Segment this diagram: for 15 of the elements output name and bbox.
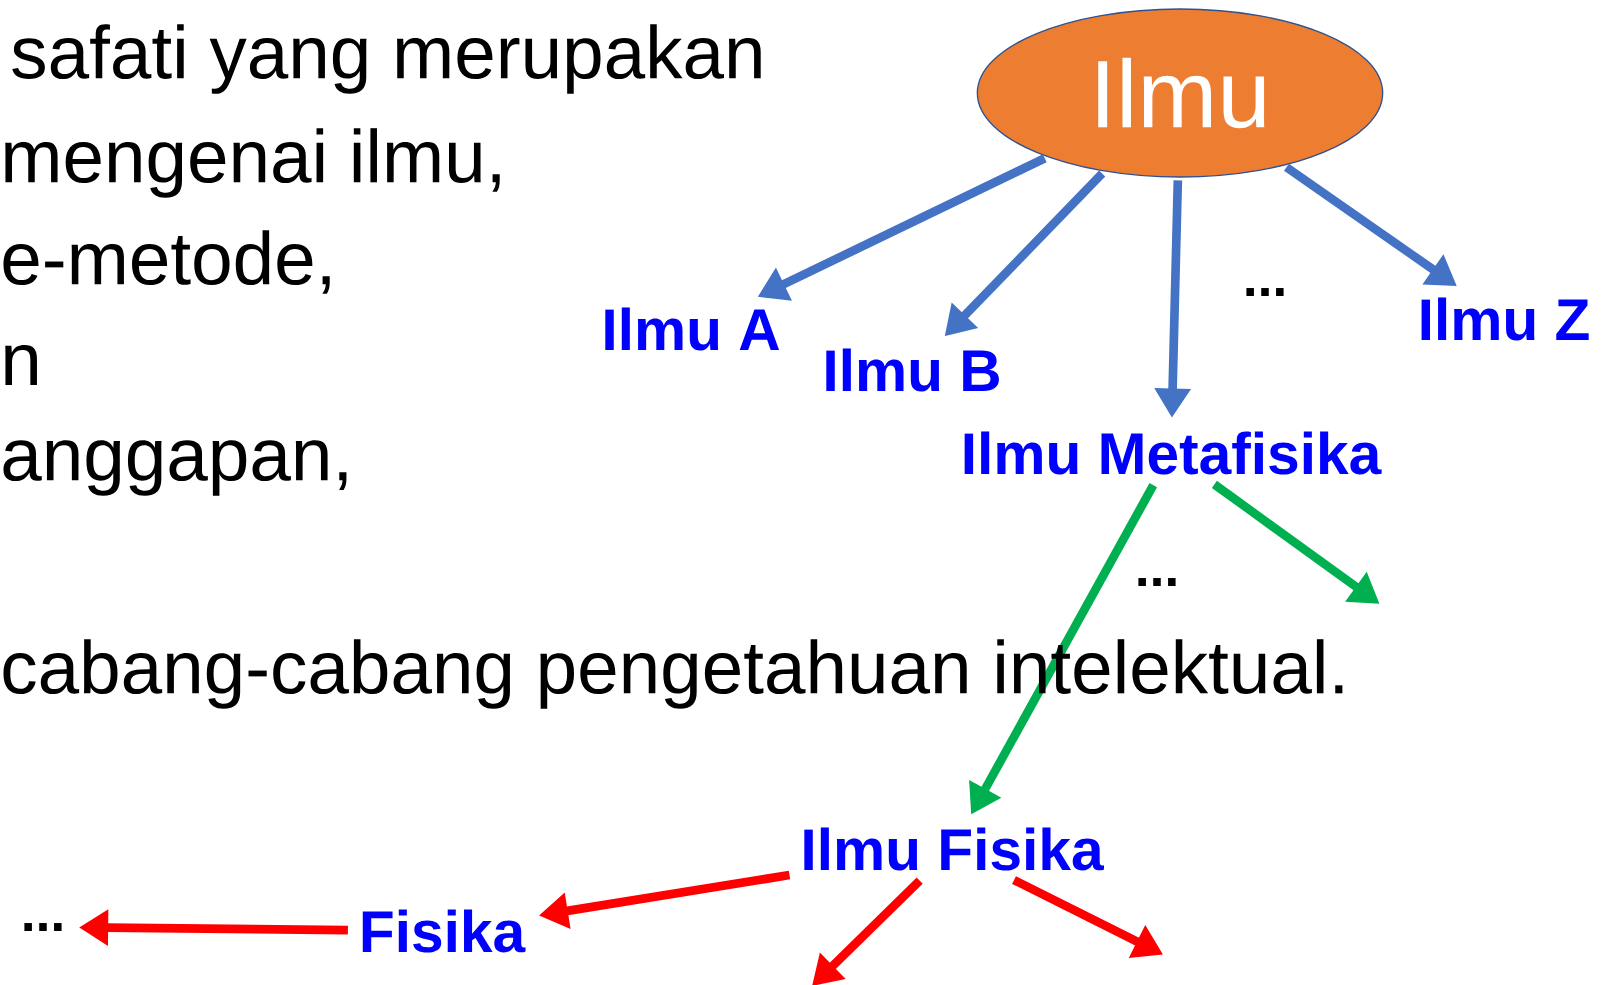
branch-label: Ilmu B: [826, 348, 999, 392]
ellipse-node: Ilmu: [976, 8, 1384, 178]
body-text: n: [5, 344, 37, 386]
branch-label: Ilmu Fisika: [804, 827, 1104, 871]
body-text: anggapan,: [3, 440, 347, 496]
body-text: mengenai ilmu,: [5, 128, 500, 198]
branch-label: Ilmu Z: [1421, 297, 1589, 341]
branch-label: Ilmu A: [605, 307, 780, 351]
branch-label: Fisika: [362, 909, 526, 953]
ellipsis-label: ...: [1246, 288, 1284, 296]
body-text: e-metode,: [3, 230, 330, 294]
branch-label: Ilmu Metafisika: [964, 431, 1382, 475]
ellipsis-label: ...: [24, 923, 62, 931]
ellipsis-label: ...: [1138, 578, 1176, 586]
body-text: safati yang merupakan: [12, 24, 761, 94]
